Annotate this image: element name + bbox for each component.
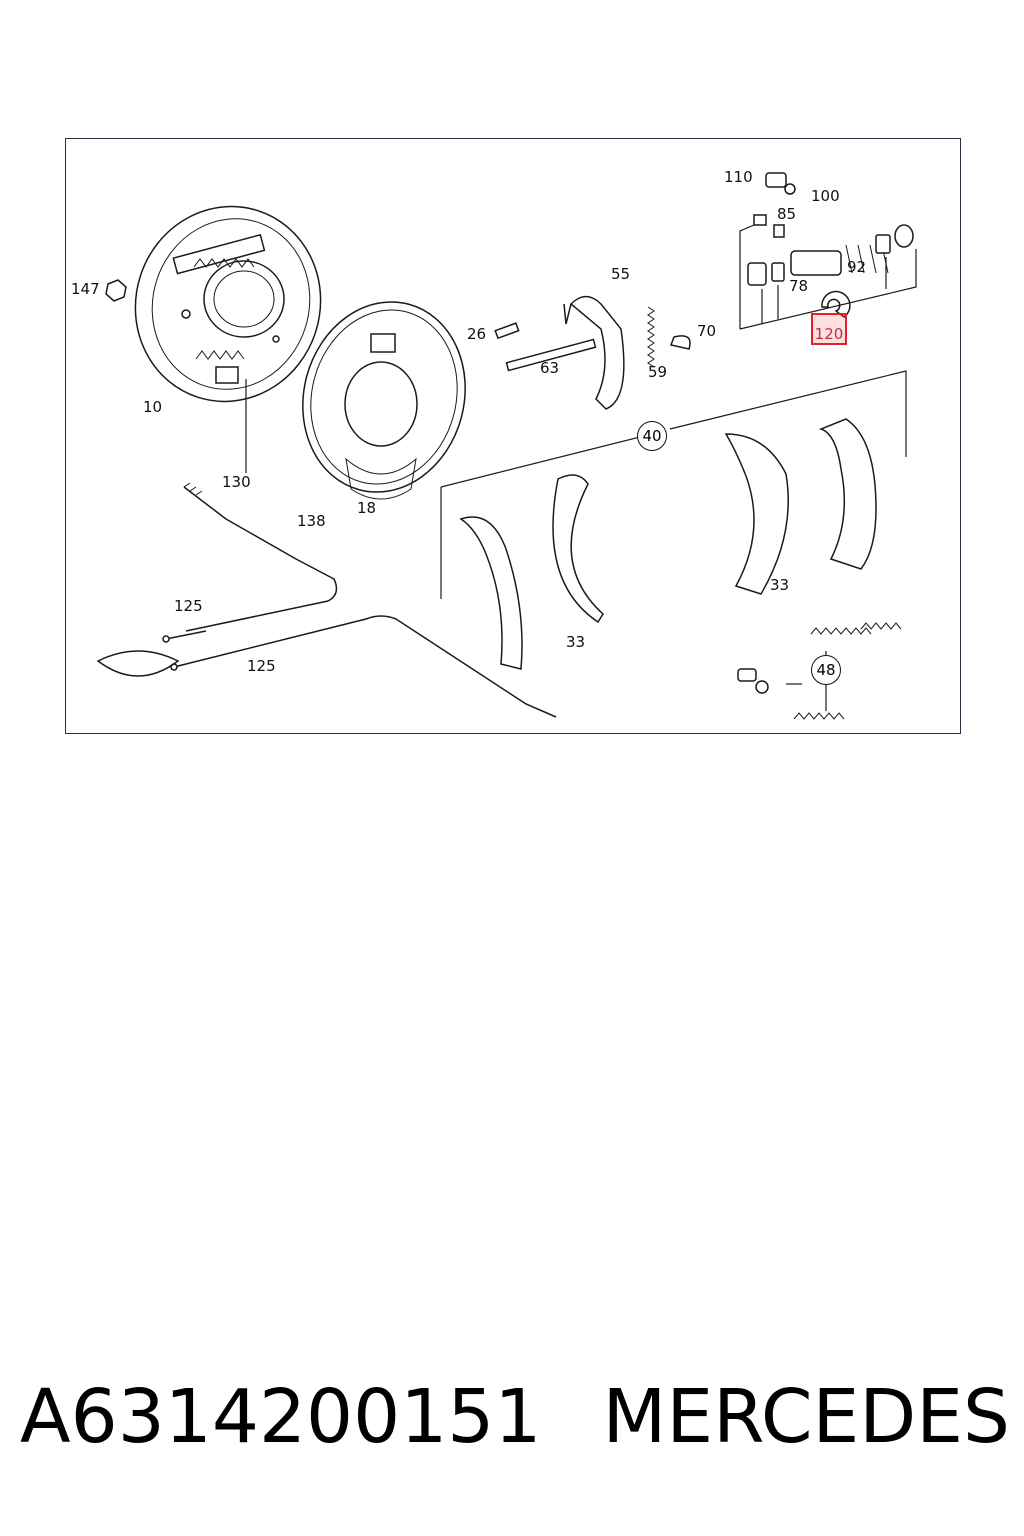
label-26: 26 xyxy=(467,325,487,343)
label-100: 100 xyxy=(811,187,840,205)
callout-40: 40 xyxy=(637,421,667,451)
label-63: 63 xyxy=(540,359,560,377)
brake-shoes-33 xyxy=(459,418,877,670)
exploded-brake-drawing xyxy=(96,172,917,720)
label-138: 138 xyxy=(297,512,326,530)
label-55: 55 xyxy=(611,265,631,283)
label-85: 85 xyxy=(777,205,797,223)
label-33-right: 33 xyxy=(770,576,790,594)
brake-backing-plate-assembly xyxy=(134,205,322,403)
label-59: 59 xyxy=(648,363,668,381)
label-78: 78 xyxy=(789,277,809,295)
label-10: 10 xyxy=(143,398,163,416)
label-125-bottom: 125 xyxy=(247,657,276,675)
callout-48: 48 xyxy=(811,655,841,685)
return-springs xyxy=(737,622,902,720)
parts-diagram: 110 100 85 92 78 120 55 26 70 63 59 147 … xyxy=(65,138,961,734)
label-125-top: 125 xyxy=(174,597,203,615)
parking-brake-cables xyxy=(96,482,557,718)
caption-bar: A6314200151 MERCEDES xyxy=(20,1372,1010,1462)
label-130: 130 xyxy=(222,473,251,491)
nut-147 xyxy=(105,279,127,302)
wheel-cylinder-parts xyxy=(739,172,917,330)
leader-lines xyxy=(245,370,907,711)
highlighted-part-120[interactable]: 120 xyxy=(811,313,847,345)
label-110: 110 xyxy=(724,168,753,186)
label-147: 147 xyxy=(71,280,100,298)
parking-brake-lever-parts xyxy=(494,295,691,410)
label-33-left: 33 xyxy=(566,633,586,651)
label-92: 92 xyxy=(847,258,867,276)
label-70: 70 xyxy=(697,322,717,340)
dust-shield-18 xyxy=(302,301,466,500)
label-18: 18 xyxy=(357,499,377,517)
part-number: A6314200151 xyxy=(20,1374,542,1460)
brand-name: MERCEDES xyxy=(602,1374,1010,1460)
